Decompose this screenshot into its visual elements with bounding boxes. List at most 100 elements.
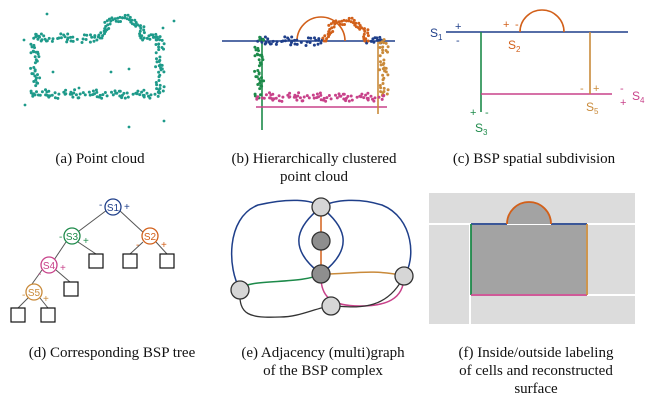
point (380, 97, 384, 101)
caption-e-line1: (e) Adjacency (multi)graph (241, 345, 405, 361)
caption-b: (b) Hierarchically clustered point cloud (204, 150, 424, 186)
tree-plus-s3: + (83, 236, 89, 247)
point (375, 36, 379, 40)
point (158, 83, 162, 87)
point (350, 16, 354, 20)
point (154, 32, 158, 36)
point (39, 32, 43, 36)
tree-node-s4: S4 (40, 256, 58, 274)
point (100, 96, 104, 100)
point (133, 18, 137, 22)
point (277, 99, 281, 103)
point (39, 39, 43, 43)
point (118, 89, 122, 93)
point (33, 69, 37, 73)
point (34, 84, 38, 88)
point (343, 23, 346, 26)
point (311, 93, 315, 97)
point (32, 36, 36, 40)
point (94, 88, 98, 92)
noise-points (22, 12, 176, 129)
point (314, 38, 318, 42)
s1-minus: - (456, 35, 460, 47)
point (305, 94, 309, 98)
surface-s2 (506, 201, 552, 225)
point (66, 38, 69, 41)
inside-dome (507, 202, 551, 224)
point (134, 21, 138, 24)
point (92, 39, 96, 43)
clustered-points (253, 16, 390, 103)
point (31, 94, 35, 98)
point (372, 99, 376, 103)
point (100, 36, 104, 40)
point (253, 94, 257, 98)
noise-point (161, 26, 165, 30)
point (384, 70, 388, 74)
point (42, 34, 46, 38)
point (260, 53, 264, 57)
point (321, 36, 325, 40)
tree-leaf (88, 253, 104, 269)
point (317, 95, 320, 99)
panel-e-adjacency-graph (230, 197, 414, 318)
point (274, 96, 278, 100)
point (81, 91, 85, 95)
point (154, 81, 158, 84)
point (90, 35, 94, 39)
point (123, 13, 127, 17)
point (38, 35, 41, 39)
point (277, 94, 281, 98)
point (33, 55, 37, 59)
point (386, 50, 389, 54)
point (73, 88, 77, 92)
point (256, 39, 260, 43)
point (255, 97, 259, 101)
point (366, 34, 370, 38)
point (106, 23, 110, 27)
point (30, 45, 34, 49)
tree-minus-s1: - (99, 200, 102, 211)
point (122, 91, 126, 95)
point (330, 26, 334, 30)
point (295, 98, 299, 102)
noise-point (23, 103, 27, 107)
point (315, 92, 319, 96)
point (38, 93, 42, 97)
svg-text:S1: S1 (107, 203, 120, 214)
point (344, 99, 348, 103)
noise-point (51, 70, 55, 74)
point (95, 38, 99, 42)
point (121, 16, 124, 20)
graph-node-inside (311, 264, 331, 284)
point (340, 19, 344, 23)
point (369, 39, 373, 43)
point (381, 82, 385, 85)
graph-node (394, 266, 414, 286)
point (289, 43, 293, 47)
point (157, 91, 161, 95)
point (342, 92, 346, 96)
point (365, 41, 369, 45)
point (162, 70, 166, 74)
point (51, 37, 55, 41)
point (288, 95, 292, 99)
tree-edge (55, 269, 71, 283)
noise-point (162, 119, 166, 123)
point (360, 92, 364, 96)
point (302, 95, 306, 99)
point (162, 42, 166, 46)
tree-edge (74, 209, 108, 235)
panel-b-clustered-cloud (222, 16, 395, 130)
point (308, 41, 312, 44)
point (77, 96, 81, 100)
inside-region (471, 225, 586, 294)
point (346, 94, 350, 98)
point (148, 96, 152, 100)
point (103, 91, 107, 94)
point (156, 94, 160, 98)
point (33, 61, 37, 65)
point (48, 94, 52, 98)
s5-minus: - (580, 83, 584, 95)
point (101, 93, 105, 97)
